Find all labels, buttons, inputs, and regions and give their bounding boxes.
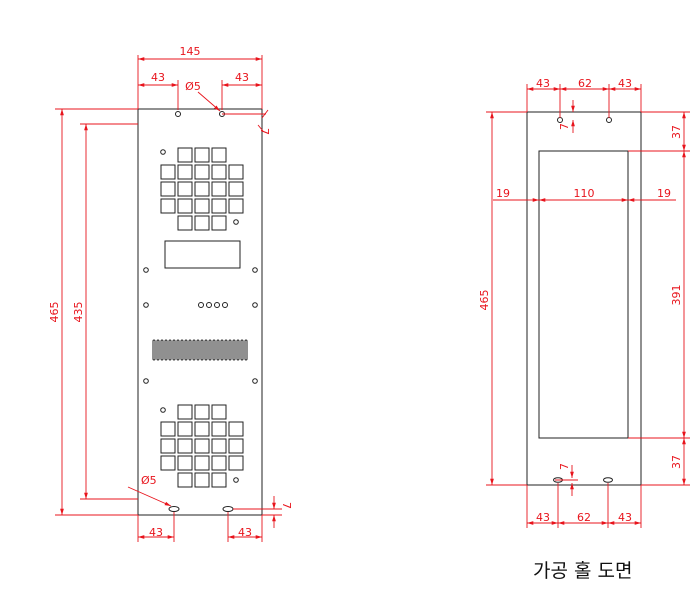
upper-keypad <box>160 147 244 231</box>
vent-slot <box>244 339 248 361</box>
right-dim-side-19-left: 19 <box>496 187 510 200</box>
right-dim-hole-offset-top: 7 <box>558 123 571 130</box>
vent-slot <box>168 339 172 361</box>
right-dim-top-margin-37: 37 <box>670 125 683 139</box>
left-dim-width-145: 145 <box>180 45 201 58</box>
right-dim-bottom-margin-37: 37 <box>670 455 683 469</box>
vent-slot <box>184 339 188 361</box>
right-dim-window-110: 110 <box>574 187 595 200</box>
right-dim-top-62: 62 <box>578 77 592 90</box>
vent-slot <box>208 339 212 361</box>
vent-slot <box>212 339 216 361</box>
vent-slot <box>204 339 208 361</box>
display-window <box>164 240 241 269</box>
right-panel-outline <box>526 111 642 486</box>
cutout-window <box>538 150 629 439</box>
left-dim-height-435: 435 <box>72 302 85 323</box>
vent-slot <box>180 339 184 361</box>
right-dim-top-43-right: 43 <box>618 77 632 90</box>
right-dimension-lines <box>486 84 690 528</box>
vent-slot <box>172 339 176 361</box>
left-dim-height-465: 465 <box>48 302 61 323</box>
right-dim-bottom-62: 62 <box>577 511 591 524</box>
mount-hole-bottom-left <box>168 506 180 512</box>
drawing-caption: 가공 홀 도면 <box>533 560 633 582</box>
left-hole-dia-top: Ø5 <box>185 80 201 93</box>
right-dim-window-391: 391 <box>670 285 683 306</box>
vent-slot <box>188 339 192 361</box>
vent-slots <box>152 339 248 361</box>
right-dim-hole-offset-bottom: 7 <box>558 463 571 470</box>
left-dim-top-43-right: 43 <box>235 71 249 84</box>
right-dim-side-19-right: 19 <box>657 187 671 200</box>
right-dim-bottom-43-left: 43 <box>536 511 550 524</box>
vent-slot <box>152 339 156 361</box>
led-row <box>143 302 258 308</box>
vent-slot <box>164 339 168 361</box>
vent-slot <box>224 339 228 361</box>
vent-slot <box>200 339 204 361</box>
right-dim-top-43-left: 43 <box>536 77 550 90</box>
vent-slot <box>160 339 164 361</box>
vent-slot <box>156 339 160 361</box>
left-top-dimensions <box>137 55 269 132</box>
left-dim-bottom-43-left: 43 <box>149 526 163 539</box>
left-panel-view: 145 43 43 Ø5 7 465 435 <box>48 45 293 542</box>
vent-slot <box>192 339 196 361</box>
left-dim-top-43-left: 43 <box>151 71 165 84</box>
right-panel-view: 43 62 43 7 19 110 19 465 37 391 37 7 43 … <box>478 77 690 528</box>
right-hole-bottom-right <box>603 477 613 483</box>
vent-slot <box>236 339 240 361</box>
left-vertical-dimensions <box>55 108 138 516</box>
vent-slot <box>240 339 244 361</box>
mount-hole-bottom-right <box>222 506 234 512</box>
right-hole-top-right <box>606 117 612 123</box>
lower-keypad <box>160 404 244 488</box>
left-dim-bottom-offset-7: 7 <box>280 502 293 509</box>
left-hole-dia-bottom: Ø5 <box>141 474 157 487</box>
left-dim-top-offset-7: 7 <box>258 128 271 135</box>
right-dim-bottom-43-right: 43 <box>618 511 632 524</box>
vent-slot <box>220 339 224 361</box>
left-dim-bottom-43-right: 43 <box>238 526 252 539</box>
vent-slot <box>228 339 232 361</box>
right-dim-height-465: 465 <box>478 290 491 311</box>
mount-hole-top-left <box>175 111 181 117</box>
vent-slot <box>176 339 180 361</box>
left-panel-outline <box>137 108 263 516</box>
right-hole-top-left <box>557 117 563 123</box>
vent-slot <box>216 339 220 361</box>
vent-slot <box>196 339 200 361</box>
vent-slot <box>232 339 236 361</box>
left-bottom-dimensions <box>127 486 282 542</box>
